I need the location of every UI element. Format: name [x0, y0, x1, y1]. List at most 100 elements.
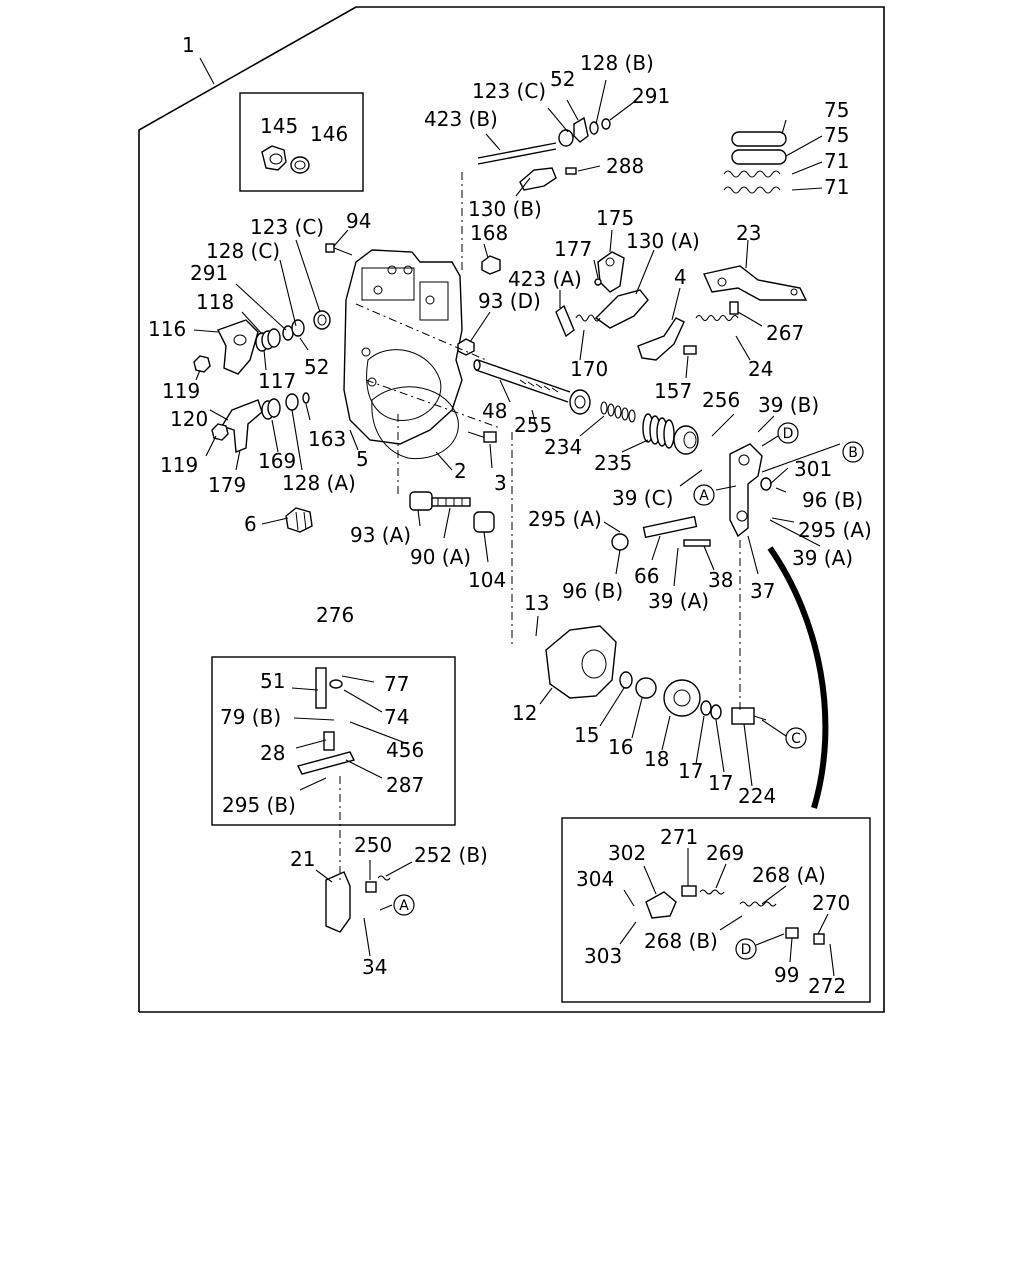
callout-302: 302 [608, 841, 646, 865]
callout-18: 18 [644, 747, 669, 771]
callout-93a: 93 (A) [350, 523, 411, 547]
callout-295a-right: 295 (A) [798, 518, 872, 542]
callout-4: 4 [674, 265, 687, 289]
part-423b-rod [477, 142, 557, 165]
part-37-lever [729, 443, 763, 538]
callout-38: 38 [708, 568, 733, 592]
part-177-pin [594, 278, 602, 286]
part-16-bushing [635, 677, 657, 699]
callout-146: 146 [310, 122, 348, 146]
part-104-cap [473, 511, 495, 533]
callout-234: 234 [544, 435, 582, 459]
ref-marker-d-lower: D [735, 938, 757, 960]
callout-287: 287 [386, 773, 424, 797]
callout-94: 94 [346, 209, 371, 233]
callout-130b: 130 (B) [468, 197, 542, 221]
callout-15: 15 [574, 723, 599, 747]
svg-text:A: A [399, 898, 409, 914]
callout-39c: 39 (C) [612, 486, 673, 510]
part-93d-plug [457, 338, 475, 356]
ref-marker-d-upper: D [777, 422, 799, 444]
part-4-lever [637, 317, 685, 361]
callout-175: 175 [596, 206, 634, 230]
part-234-spring [600, 401, 636, 423]
part-96b-collar [611, 533, 629, 551]
part-250-nut [365, 881, 377, 893]
callout-17-b: 17 [708, 771, 733, 795]
callout-157: 157 [654, 379, 692, 403]
callout-21: 21 [290, 847, 315, 871]
callout-128c: 128 (C) [206, 239, 280, 263]
part-302-bracket [645, 891, 677, 919]
part-170-spring [575, 314, 601, 322]
inset-box-145-146 [239, 92, 364, 192]
part-128c-washer [291, 319, 305, 337]
callout-145: 145 [260, 114, 298, 138]
ref-marker-c: C [785, 727, 807, 749]
callout-75-upper: 75 [824, 98, 849, 122]
axis-line-a [355, 303, 487, 361]
part-5-housing [343, 249, 463, 445]
callout-52-left: 52 [304, 355, 329, 379]
callout-13: 13 [524, 591, 549, 615]
callout-79b: 79 (B) [220, 705, 281, 729]
part-179-lever [220, 399, 263, 453]
part-28-pin [323, 731, 335, 751]
callout-51: 51 [260, 669, 285, 693]
svg-text:D: D [741, 942, 752, 958]
part-269-spring [699, 889, 725, 895]
part-267-bolt [729, 301, 739, 315]
callout-71-lower: 71 [824, 175, 849, 199]
callout-423b: 423 (B) [424, 107, 498, 131]
part-2-gasket [371, 386, 459, 460]
callout-168: 168 [470, 221, 508, 245]
ref-marker-a-lower: A [393, 894, 415, 916]
callout-116: 116 [148, 317, 186, 341]
callout-291-top: 291 [632, 84, 670, 108]
callout-235: 235 [594, 451, 632, 475]
callout-291-left: 291 [190, 261, 228, 285]
axis-line-b [365, 379, 501, 429]
part-52-bracket-top [573, 116, 589, 143]
callout-123c-top: 123 (C) [472, 79, 546, 103]
part-116-lever [217, 319, 259, 375]
part-48-shaft [473, 359, 571, 403]
part-268a-spring [739, 901, 777, 907]
part-51-shaft [315, 667, 327, 709]
part-252b-screw [377, 875, 391, 881]
callout-17-a: 17 [678, 759, 703, 783]
callout-295a-mid: 295 (A) [528, 507, 602, 531]
callout-39a-right: 39 (A) [792, 546, 853, 570]
svg-text:D: D [783, 426, 794, 442]
callout-117: 117 [258, 369, 296, 393]
part-288-bolt [565, 167, 577, 175]
callout-179: 179 [208, 473, 246, 497]
callout-3: 3 [494, 471, 507, 495]
callout-118: 118 [196, 290, 234, 314]
svg-text:C: C [791, 731, 801, 747]
callout-99: 99 [774, 963, 799, 987]
callout-304: 304 [576, 867, 614, 891]
part-18-pulley [663, 679, 701, 717]
callout-96b-bottom: 96 (B) [562, 579, 623, 603]
callout-93d: 93 (D) [478, 289, 541, 313]
part-119-nut-upper [193, 355, 211, 373]
callout-34: 34 [362, 955, 387, 979]
part-256-holder [673, 425, 699, 455]
callout-303: 303 [584, 944, 622, 968]
part-255-bushing [569, 389, 591, 415]
callout-71-upper: 71 [824, 149, 849, 173]
callout-37: 37 [750, 579, 775, 603]
part-271-fitting [681, 885, 697, 897]
inset-box-271 [561, 817, 871, 1003]
callout-104: 104 [468, 568, 506, 592]
part-423a-link [555, 304, 575, 338]
callout-255: 255 [514, 413, 552, 437]
part-17-shim-a [700, 700, 712, 716]
callout-177: 177 [554, 237, 592, 261]
callout-170: 170 [570, 357, 608, 381]
callout-128a: 128 (A) [282, 471, 356, 495]
callout-250: 250 [354, 833, 392, 857]
callout-130a: 130 (A) [626, 229, 700, 253]
callout-267: 267 [766, 321, 804, 345]
